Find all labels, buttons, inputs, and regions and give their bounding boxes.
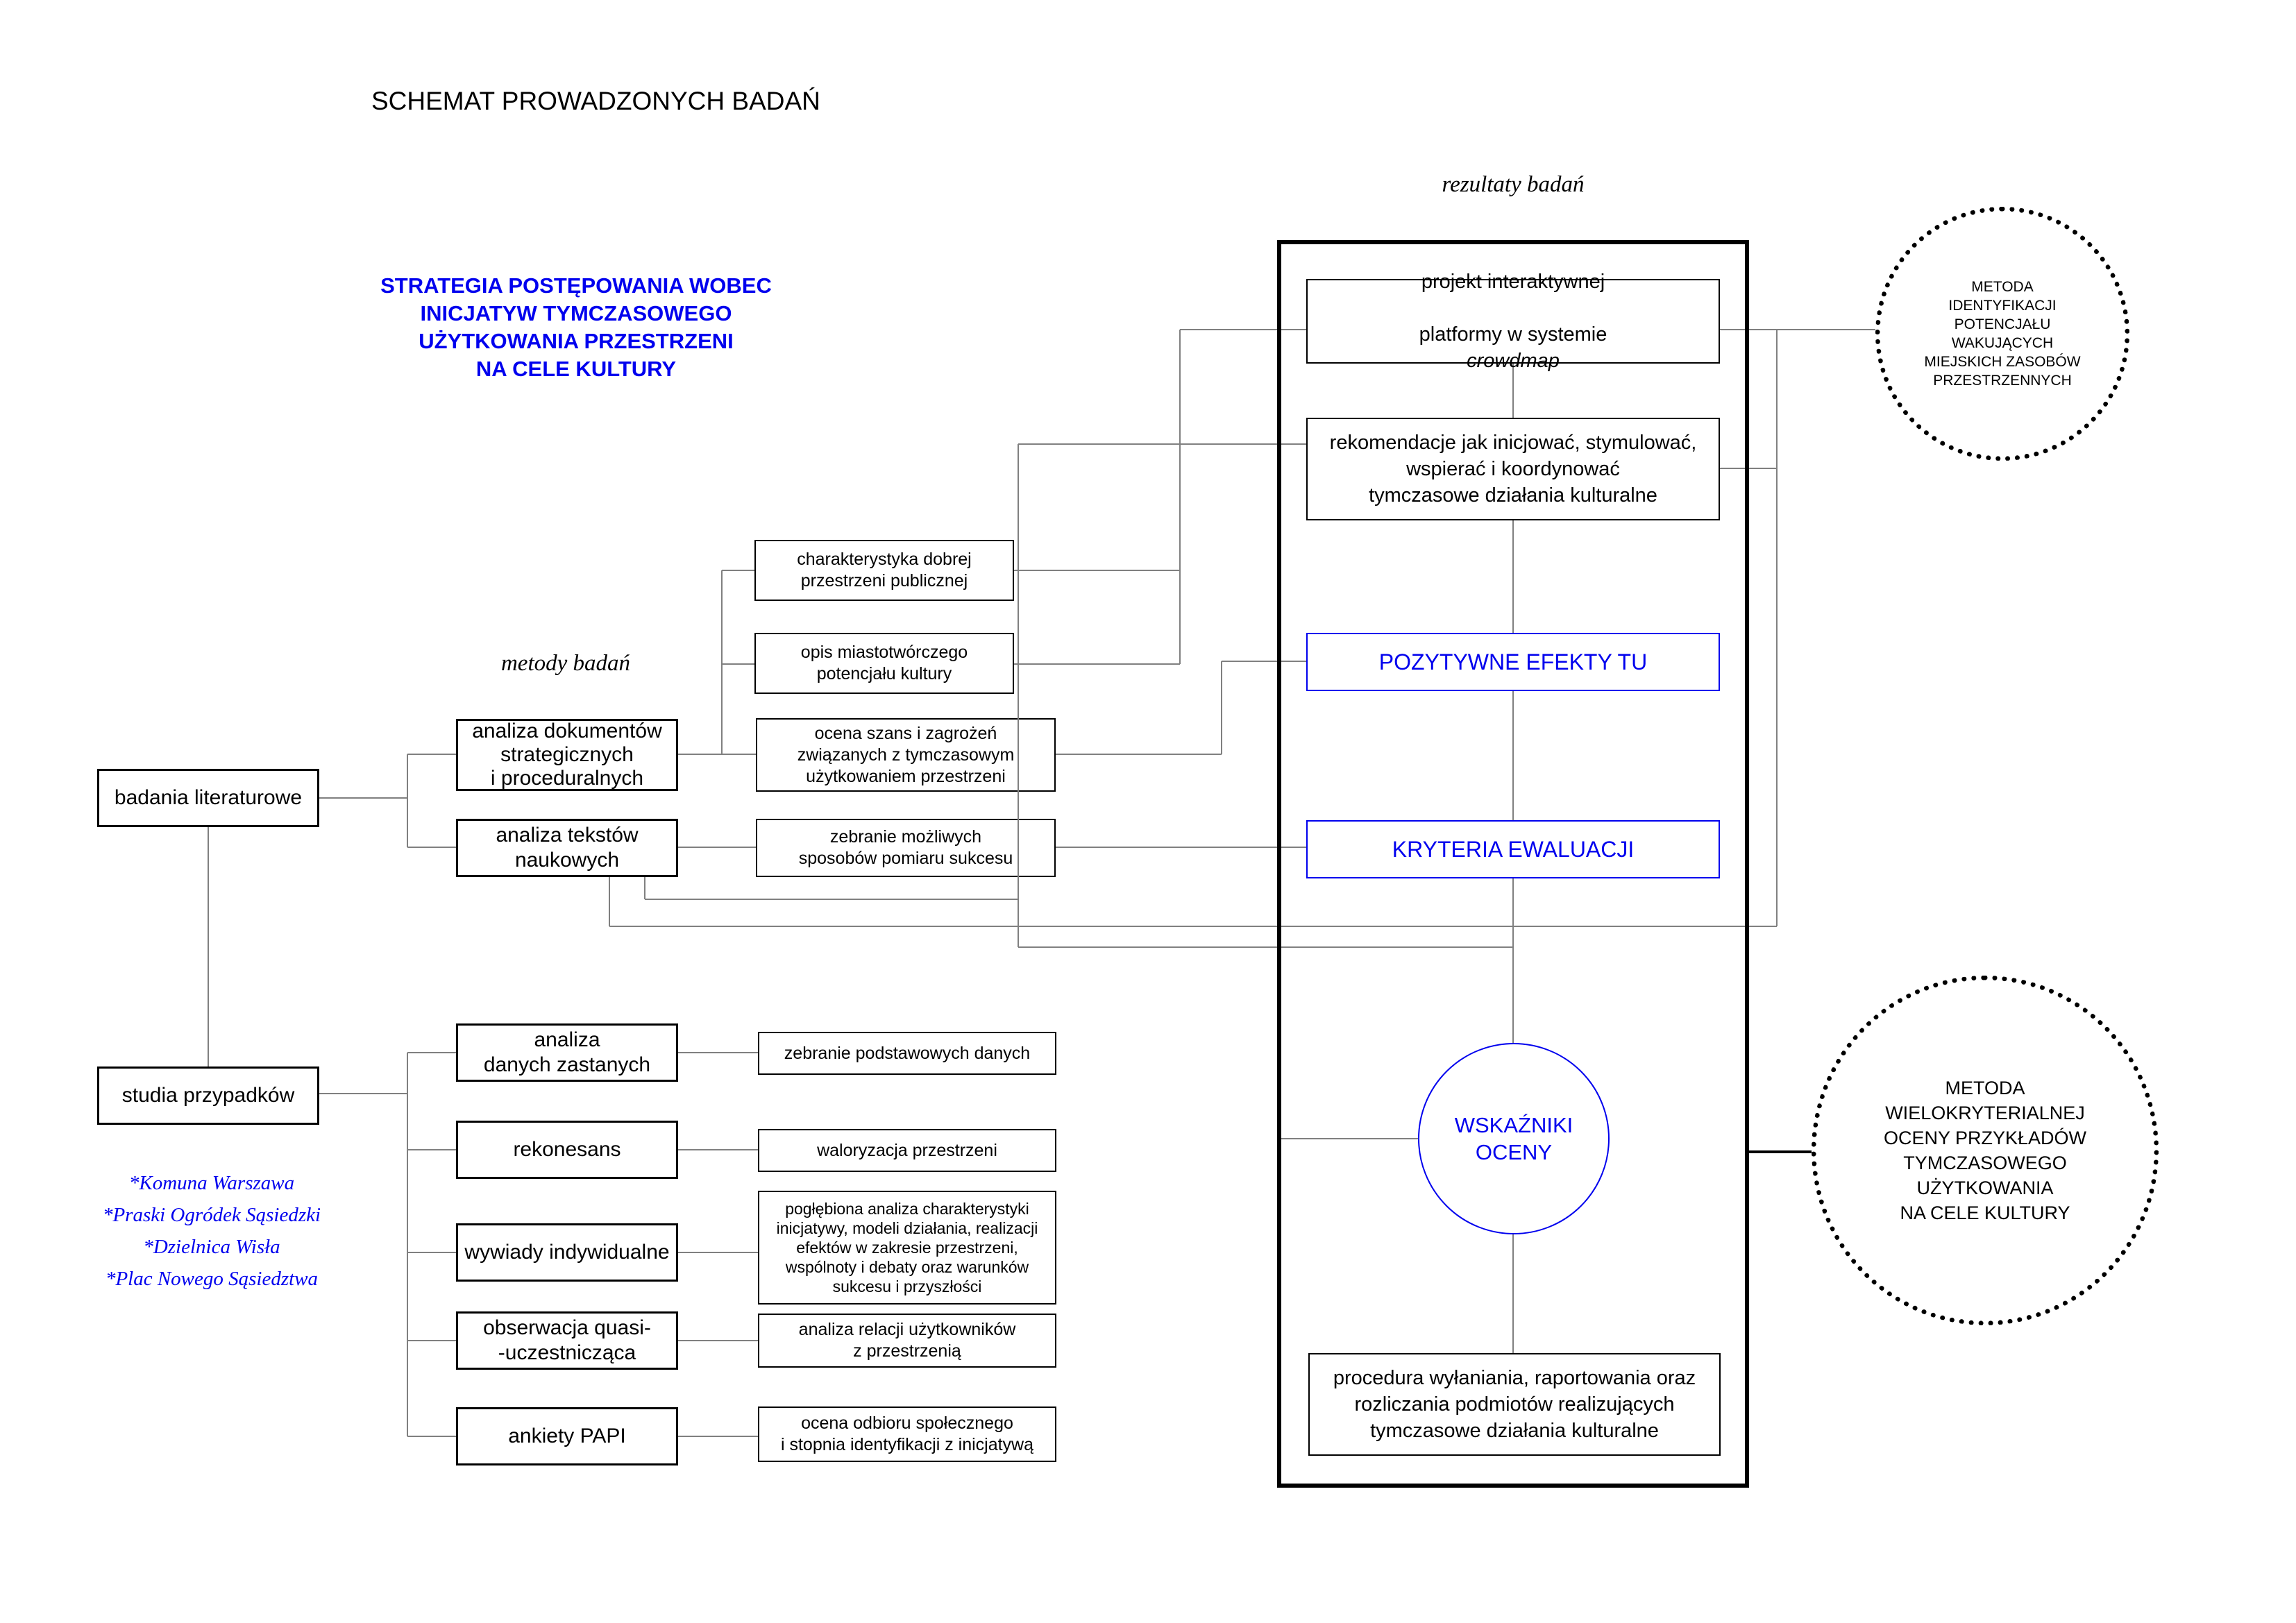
- box-output-in-depth-analysis: pogłębiona analiza charakterystyki inicj…: [758, 1191, 1056, 1305]
- box-output-success-measurement: zebranie możliwych sposobów pomiaru sukc…: [756, 819, 1056, 877]
- box-method-quasi-participant-observation: obserwacja quasi- -uczestnicząca: [456, 1311, 678, 1370]
- box-method-document-analysis: analiza dokumentów strategicznych i proc…: [456, 719, 678, 791]
- box-output-user-space-relations: analiza relacji użytkowników z przestrze…: [758, 1314, 1056, 1368]
- box-crowdmap-platform: projekt interaktywnej platformy w system…: [1306, 271, 1720, 372]
- box-output-city-forming-potential: opis miastotwórczego potencjału kultury: [754, 633, 1014, 694]
- box-output-good-public-space: charakterystyka dobrej przestrzeni publi…: [754, 540, 1014, 601]
- box-method-scientific-texts: analiza tekstów naukowych: [456, 819, 678, 877]
- crowdmap-line1: projekt interaktywnej: [1421, 271, 1605, 293]
- box-output-space-valorization: waloryzacja przestrzeni: [758, 1129, 1056, 1172]
- crowdmap-word: crowdmap: [1467, 350, 1560, 372]
- page-title: SCHEMAT PROWADZONYCH BADAŃ: [371, 87, 820, 115]
- box-method-existing-data: analiza danych zastanych: [456, 1023, 678, 1082]
- box-literature-research: badania literaturowe: [97, 769, 319, 827]
- circle-method-multicriteria: METODA WIELOKRYTERIALNEJ OCENY PRZYKŁADÓ…: [1812, 976, 2159, 1325]
- box-output-basic-data: zebranie podstawowych danych: [758, 1032, 1056, 1075]
- box-method-individual-interviews: wywiady indywidualne: [456, 1223, 678, 1282]
- crowdmap-line2: platformy w systemie: [1419, 323, 1607, 346]
- results-container: [1277, 240, 1749, 1488]
- box-method-reconnaissance: rekonesans: [456, 1121, 678, 1179]
- strategy-heading: STRATEGIA POSTĘPOWANIA WOBEC INICJATYW T…: [380, 273, 772, 381]
- case-study-list: *Komuna Warszawa *Praski Ogródek Sąsiedz…: [102, 1172, 321, 1290]
- box-output-chances-threats: ocena szans i zagrożeń związanych z tymc…: [756, 718, 1056, 792]
- methods-label: metody badań: [500, 651, 631, 676]
- box-positive-effects: POZYTYWNE EFEKTY TU: [1306, 633, 1720, 691]
- box-method-papi-surveys: ankiety PAPI: [456, 1407, 678, 1465]
- box-case-studies: studia przypadków: [97, 1067, 319, 1125]
- results-label: rezultaty badań: [1442, 172, 1585, 197]
- circle-method-identification: METODA IDENTYFIKACJI POTENCJAŁU WAKUJĄCY…: [1875, 207, 2129, 461]
- box-procedure: procedura wyłaniania, raportowania oraz …: [1308, 1353, 1721, 1456]
- circle-evaluation-indicators: WSKAŹNIKI OCENY: [1418, 1043, 1610, 1234]
- box-output-social-reception: ocena odbioru społecznego i stopnia iden…: [758, 1407, 1056, 1462]
- box-recommendations: rekomendacje jak inicjować, stymulować, …: [1306, 418, 1720, 520]
- box-evaluation-criteria: KRYTERIA EWALUACJI: [1306, 820, 1720, 878]
